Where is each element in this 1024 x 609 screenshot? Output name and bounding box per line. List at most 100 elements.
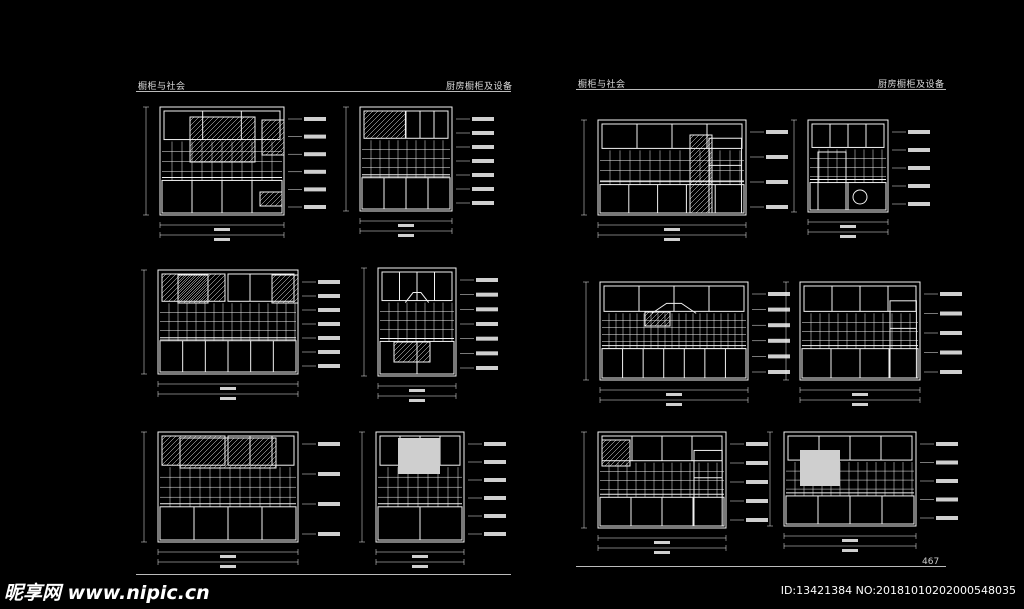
elevation-width-dim (412, 555, 428, 558)
shelf-panel (261, 121, 285, 145)
tile-accent (601, 439, 627, 465)
annotation (768, 370, 790, 374)
tall-pantry (689, 134, 705, 150)
window-blind (218, 125, 256, 163)
glass-upper-cabinet (179, 437, 205, 463)
upper-cabinet-glass (385, 118, 406, 139)
upper-cabinet-glass (390, 123, 406, 139)
upper-cabinets (227, 435, 295, 466)
window-blind (189, 116, 235, 162)
left-footer-rule (136, 574, 511, 575)
annotation (318, 322, 340, 326)
tile-accent (609, 445, 631, 467)
window-blind (189, 116, 230, 157)
elevation-frame (377, 267, 457, 377)
annotation (768, 354, 790, 359)
annotation (936, 516, 958, 520)
glass-upper-cabinet (253, 445, 277, 469)
window-blind (228, 135, 256, 163)
glass-upper-cabinet (228, 437, 260, 469)
shelf-panel (261, 119, 282, 140)
annotation (318, 336, 340, 340)
shelf-panel (261, 119, 267, 125)
range-panel (644, 311, 650, 317)
elevation-total-dim (842, 549, 858, 552)
glass-door (277, 282, 299, 304)
upper-cabinet-glass (223, 299, 226, 302)
annotation (768, 292, 790, 296)
glass-door (271, 274, 277, 280)
annotation (318, 350, 340, 354)
window-blind (189, 116, 256, 163)
appliance-panel (427, 359, 431, 363)
annotation (484, 496, 506, 500)
elevation-total-dim (220, 565, 236, 568)
glass-upper-cabinet (188, 437, 220, 469)
glass-door (271, 274, 282, 285)
glass-upper-cabinet (203, 437, 235, 469)
annotation (908, 130, 930, 134)
window-blind (189, 116, 200, 127)
glass-door (177, 274, 183, 280)
glass-door (177, 274, 188, 285)
appliance-panel (407, 341, 429, 363)
glass-upper-cabinet (248, 440, 277, 469)
glass-door (271, 274, 297, 300)
range-panel (644, 311, 671, 327)
tile-accent (601, 439, 617, 455)
elevation-width-dim (852, 393, 868, 396)
elevation-frame (783, 431, 917, 527)
elevation-total-dim (840, 235, 856, 238)
annotation (768, 338, 790, 343)
glass-upper-cabinet (193, 437, 225, 469)
tile-accent (601, 439, 622, 460)
appliance-panel (417, 349, 431, 363)
tile-accent (614, 450, 631, 467)
right-footer-rule (576, 566, 946, 567)
tall-pantry (700, 201, 713, 214)
glass-door (177, 274, 193, 290)
elevation-frame (807, 119, 889, 213)
upper-cabinet-glass (163, 273, 192, 302)
upper-cabinet-glass (161, 273, 172, 284)
window-blind (233, 140, 256, 163)
upper-cabinet-glass (395, 128, 406, 139)
appliance-panel (393, 341, 409, 357)
upper-cabinets (405, 110, 449, 139)
base-cabinets (599, 184, 745, 214)
annotation (936, 497, 958, 502)
annotation (318, 294, 340, 298)
appliance-panel (393, 341, 404, 352)
window-blind (198, 116, 245, 163)
range-panel (659, 315, 671, 327)
glass-door (178, 274, 208, 304)
upper-cabinet-glass (375, 110, 404, 139)
upper-cabinet-glass (218, 294, 226, 302)
right-page-header-right: 厨房橱柜及设备 (878, 80, 945, 90)
annotation (766, 130, 788, 134)
window-blind (238, 145, 256, 163)
glass-upper-cabinet (179, 437, 185, 443)
shelf-panel (265, 136, 285, 156)
annotation (318, 442, 340, 446)
elevation-total-dim (654, 551, 670, 554)
shelf-panel (259, 191, 270, 202)
glass-door (188, 283, 209, 304)
upper-cabinet-glass (208, 284, 226, 302)
washer-drum (852, 189, 868, 205)
upper-cabinet-glass (183, 273, 212, 302)
tile-accent (601, 439, 631, 467)
elevation-frame (157, 431, 299, 543)
appliance-panel (402, 341, 424, 363)
annotation (472, 173, 494, 177)
elevation-total-dim (852, 403, 868, 406)
watermark-site: 昵享网 www.nipic.cn (4, 582, 210, 604)
annotation (472, 131, 494, 135)
glass-upper-cabinet (179, 437, 190, 448)
annotation (484, 514, 506, 518)
elevation-total-dim (412, 565, 428, 568)
annotation (476, 366, 498, 370)
annotation (936, 479, 958, 483)
glass-upper-cabinet (179, 437, 210, 468)
range-hood (404, 292, 430, 303)
